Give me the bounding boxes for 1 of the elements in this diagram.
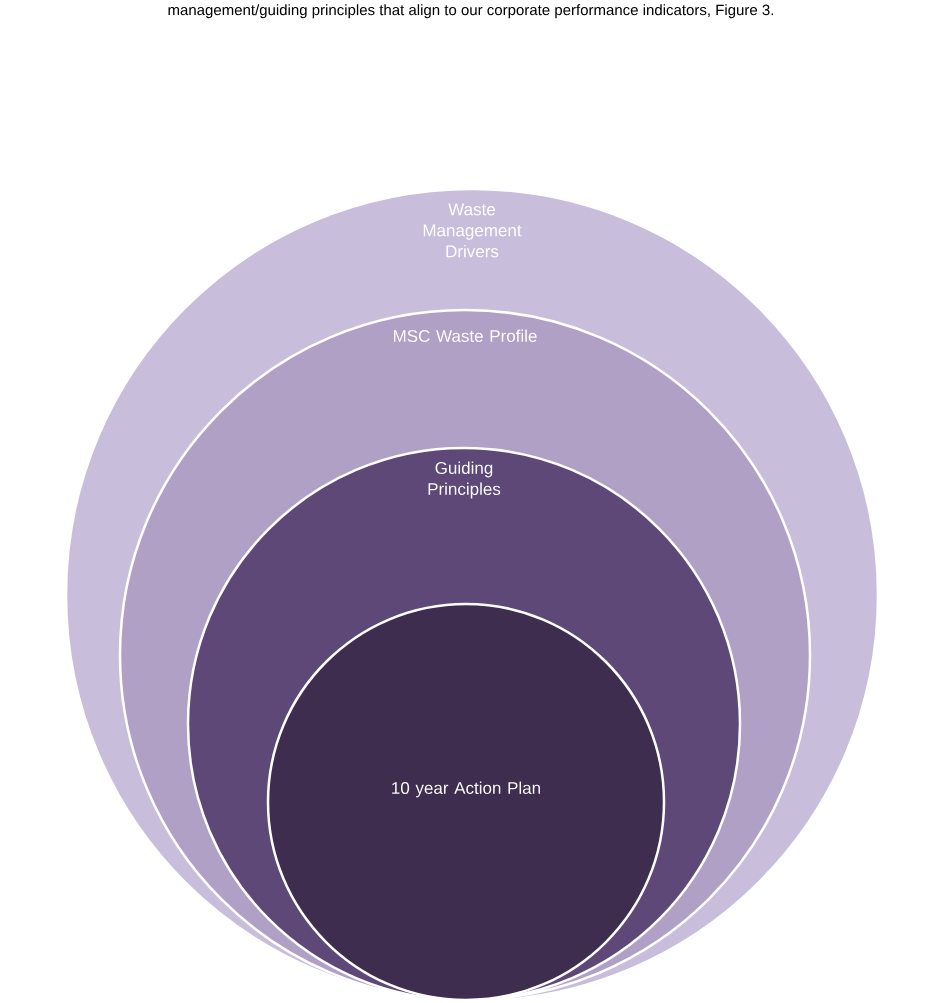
- caption-text: management/guiding principles that align to our corporate performance indicators, Figure 3.: [168, 4, 773, 19]
